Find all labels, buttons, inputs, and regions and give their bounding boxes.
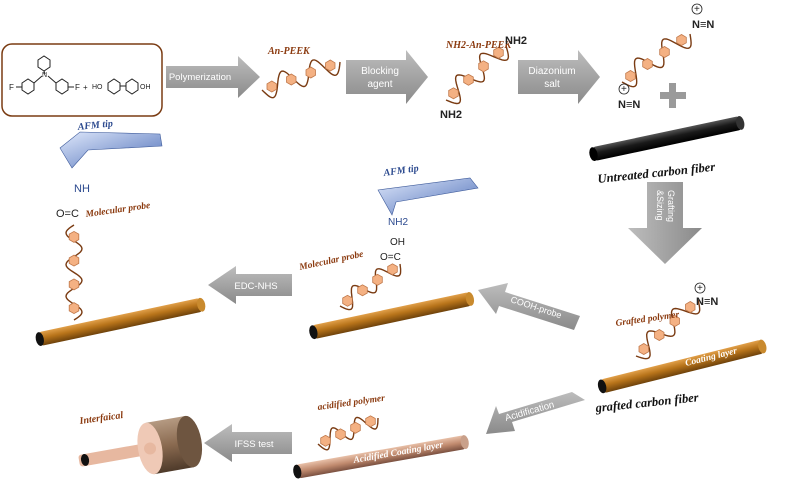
svg-text:IFSS test: IFSS test [234,439,273,450]
afm-tip-left [59,131,163,169]
polymer-unit [286,73,297,86]
svg-text:EDC-NHS: EDC-NHS [234,281,277,292]
polymer-unit [685,301,696,313]
label-molecular-probe-left: Molecular probe [84,201,152,220]
atom-n: N [42,72,47,79]
charge-grafted: + [697,283,703,294]
polymer-unit [68,254,80,267]
polymer-unit [68,302,80,315]
svg-text:agent: agent [367,79,392,90]
label-molecular-probe-middle: Molecular probe [298,249,366,273]
arrow-ifss-test: IFSS test [204,424,292,462]
svg-text:Diazonium: Diazonium [528,66,575,77]
label-afm-tip-middle: AFM tip [382,163,419,179]
diazonium-mid: N≡N [618,99,640,111]
arrow-polymerization: Polymerization [166,56,260,98]
svg-text:&Sizing: &Sizing [655,190,665,221]
polymer-unit [659,46,670,58]
charge-mid: + [621,84,627,95]
arrow-grafting-sizing: Grafting &Sizing [628,182,702,264]
polymer-unit [478,60,489,73]
biphenol-monomer [107,78,139,95]
polymer-unit [357,284,368,297]
polymer-unit [335,428,346,441]
big-plus [660,83,686,108]
label-interfacial: Interfaical [78,410,124,427]
label-an-peek: An-PEEK [267,46,311,57]
polymer-unit [350,421,361,434]
arrow-cooh-probe: COOH-probe [478,283,580,330]
label-oeqc-left: O=C [56,208,79,220]
label-grafted-fiber: grafted carbon fiber [594,390,699,415]
polymer-unit [654,329,665,341]
svg-text:Grafting: Grafting [666,190,676,222]
polymer-unit [638,343,649,355]
chain-nh2-an-peek [445,45,510,105]
polymer-unit [372,273,383,286]
diazonium-top: N≡N [692,19,714,31]
afm-tip-middle [377,177,479,216]
svg-text:salt: salt [544,79,560,90]
monomer-box: F N F + HO OH [1,43,163,117]
atom-f-left: F [9,83,14,92]
arrow-acidification: Acidification [486,392,585,434]
label-afm-tip-left: AFM tip [76,118,113,133]
polymer-unit [68,230,80,243]
difluoro-monomer [16,55,74,95]
diazonium-grafted: N≡N [696,296,718,308]
polymer-unit [669,315,680,327]
cooh-probe-fiber [309,292,475,340]
polymer-unit [387,263,398,276]
chain-an-peek [261,59,341,99]
untreated-fiber [589,116,745,162]
polymer-unit [463,73,474,86]
chain-diazonium [621,33,692,88]
polymer-unit [320,434,331,447]
plus-sign: + [83,83,88,92]
atom-ho: HO [92,84,103,91]
polymer-unit [365,415,376,428]
charge-circle-top [691,3,703,15]
polymer-unit [68,278,80,291]
arrow-blocking-agent: Blocking agent [346,50,428,104]
polymer-unit [676,34,687,46]
charge-circle-mid [618,83,630,95]
polymer-unit [625,70,636,82]
label-ceqo-probe: O=C [380,252,401,263]
svg-text:Acidification: Acidification [504,399,556,424]
label-nh2-probe: NH2 [388,217,408,228]
polymer-unit [325,59,336,72]
charge-circle-grafted [694,282,706,294]
arrow-diazonium: Diazonium salt [518,50,600,104]
charge-top: + [694,4,700,15]
arrow-edc-nhs: EDC-NHS [208,266,292,304]
chain-grafted [635,299,701,360]
polymer-unit [493,46,504,59]
polymer-unit [305,66,316,79]
label-nh2-bottom: NH2 [440,109,462,121]
label-oh-probe: OH [390,237,405,248]
polymer-unit [642,58,653,70]
label-acidified-polymer: acidified polymer [317,394,386,413]
label-nh2-top: NH2 [505,35,527,47]
svg-text:Polymerization: Polymerization [169,72,231,83]
label-grafted-polymer: Grafted polymer [615,310,680,329]
probe-linked-fiber [35,297,206,346]
atom-f-right: F [75,83,80,92]
grafted-fiber [597,339,767,394]
atom-oh: OH [140,84,151,91]
ifss-specimen [78,415,203,475]
polymer-unit [266,80,277,93]
svg-text:Blocking: Blocking [361,66,399,77]
label-nh2-an-peek: NH2-An-PEEK [445,40,512,51]
polymer-unit [448,87,459,100]
polymer-unit [342,294,353,307]
label-nh-left: NH [74,183,90,195]
polymer-chains [65,33,701,451]
acidified-fiber [293,435,469,479]
